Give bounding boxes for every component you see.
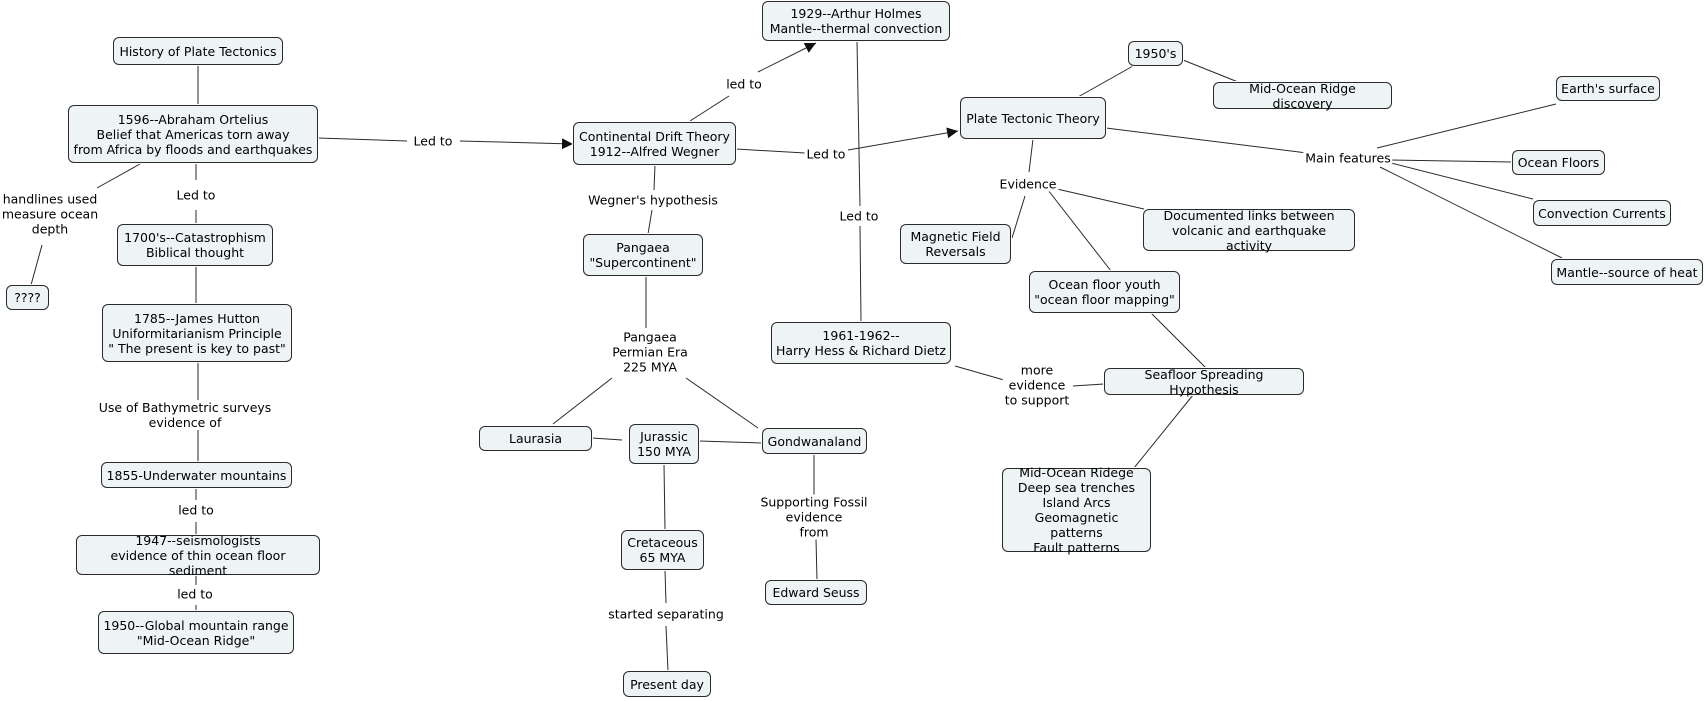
label-led-to-holmes: led to (724, 76, 764, 92)
label-evidence: Evidence (997, 176, 1059, 192)
connector-line-38 (1072, 383, 1105, 387)
node-documented-links[interactable]: Documented links between volcanic and ea… (1143, 208, 1355, 253)
node-hutton-1785[interactable]: 1785--James Hutton Uniformitarianism Pri… (102, 304, 292, 362)
connector-line-44 (1390, 159, 1513, 163)
node-laurasia[interactable]: Laurasia (479, 426, 592, 451)
node-ortelius-1596[interactable]: 1596--Abraham Ortelius Belief that Ameri… (68, 105, 318, 163)
connector-line-19 (591, 437, 623, 441)
label-led-to-catastrophism: Led to (174, 187, 218, 203)
connector-line-30 (856, 40, 861, 207)
connector-line-32 (1028, 138, 1034, 173)
connector-line-2 (30, 244, 43, 286)
node-convection-currents[interactable]: Convection Currents (1533, 200, 1671, 226)
node-1950s[interactable]: 1950's (1128, 41, 1183, 66)
node-earths-surface[interactable]: Earth's surface (1556, 76, 1660, 101)
connector-line-46 (1379, 166, 1563, 259)
connector-line-14 (653, 164, 656, 191)
label-started-separating: started separating (606, 606, 726, 622)
node-global-mountain-range-1950[interactable]: 1950--Global mountain range "Mid-Ocean R… (98, 611, 294, 654)
node-seafloor-spreading-hypothesis[interactable]: Seafloor Spreading Hypothesis (1104, 367, 1304, 397)
node-seismologists-1947[interactable]: 1947--seismologists evidence of thin oce… (76, 533, 320, 578)
connector-line-21 (663, 463, 666, 531)
node-jurassic[interactable]: Jurassic 150 MYA (629, 424, 699, 464)
connector-line-41 (1182, 59, 1239, 83)
connector-line-43 (1376, 103, 1557, 149)
node-unknown[interactable]: ???? (6, 285, 49, 310)
connector-arrow-29 (847, 127, 959, 151)
connector-line-20 (698, 440, 763, 444)
connector-line-40 (1077, 65, 1134, 98)
label-wegners-hypothesis: Wegner's hypothesis (586, 192, 720, 208)
label-bathymetric-surveys: Use of Bathymetric surveys evidence of (96, 400, 274, 430)
node-hess-dietz-1961[interactable]: 1961-1962-- Harry Hess & Richard Dietz (771, 322, 951, 364)
label-led-to-seismologists: led to (176, 502, 216, 518)
node-mid-ocean-ridge-discovery[interactable]: Mid-Ocean Ridge discovery (1213, 81, 1392, 111)
node-ocean-floor-youth[interactable]: Ocean floor youth "ocean floor mapping" (1029, 271, 1180, 313)
label-supporting-fossil-evidence: Supporting Fossil evidence from (758, 494, 870, 540)
connector-line-42 (1105, 127, 1308, 154)
connector-line-34 (1056, 188, 1145, 210)
node-gondwanaland[interactable]: Gondwanaland (762, 428, 867, 454)
connector-line-18 (685, 377, 759, 429)
node-ocean-floors[interactable]: Ocean Floors (1512, 150, 1605, 175)
connector-line-22 (664, 569, 667, 604)
connector-line-37 (954, 365, 1005, 381)
node-magnetic-field-reversals[interactable]: Magnetic Field Reversals (900, 224, 1011, 264)
label-led-to-global-range: led to (175, 586, 215, 602)
connector-line-12 (317, 137, 408, 142)
node-holmes-1929[interactable]: 1929--Arthur Holmes Mantle--thermal conv… (762, 1, 950, 41)
node-mid-ocean-ridge-list[interactable]: Mid-Ocean Ridege Deep sea trenches Islan… (1002, 465, 1151, 555)
connector-line-28 (735, 148, 806, 154)
node-plate-tectonic-theory[interactable]: Plate Tectonic Theory (960, 97, 1106, 139)
connector-line-17 (552, 377, 613, 425)
node-history-of-plate-tectonics[interactable]: History of Plate Tectonics (113, 37, 283, 65)
label-led-to-plate-tectonics: Led to (804, 146, 848, 162)
node-present-day[interactable]: Present day (623, 671, 711, 697)
connector-line-45 (1390, 162, 1534, 200)
connector-line-33 (1011, 195, 1026, 239)
connector-line-25 (815, 538, 818, 581)
connector-line-26 (689, 95, 730, 122)
connector-line-36 (1150, 312, 1207, 369)
label-handlines: handlines used measure ocean depth (0, 191, 101, 237)
connector-line-39 (1133, 394, 1194, 469)
label-pangaea-permian-era: Pangaea Permian Era 225 MYA (610, 329, 690, 375)
label-led-to-continental-drift: Led to (411, 133, 455, 149)
node-continental-drift-theory[interactable]: Continental Drift Theory 1912--Alfred We… (573, 122, 736, 165)
connector-line-35 (1047, 189, 1112, 272)
connector-line-1 (96, 163, 141, 189)
connector-line-23 (665, 625, 669, 672)
connector-arrow-13 (459, 138, 574, 150)
connector-line-15 (647, 209, 653, 235)
node-cretaceous[interactable]: Cretaceous 65 MYA (621, 530, 704, 570)
node-mantle-source-of-heat[interactable]: Mantle--source of heat (1551, 259, 1703, 285)
node-catastrophism-1700s[interactable]: 1700's--Catastrophism Biblical thought (117, 224, 273, 266)
label-led-to-hess: Led to (837, 208, 881, 224)
node-pangaea-supercontinent[interactable]: Pangaea "Supercontinent" (583, 234, 703, 276)
node-underwater-mountains-1855[interactable]: 1855-Underwater mountains (101, 462, 292, 488)
label-main-features: Main features (1303, 150, 1393, 166)
node-edward-seuss[interactable]: Edward Seuss (765, 580, 867, 605)
connector-arrow-27 (757, 42, 817, 73)
label-more-evidence-to-support: more evidence to support (1002, 362, 1072, 408)
connector-line-31 (859, 225, 862, 323)
